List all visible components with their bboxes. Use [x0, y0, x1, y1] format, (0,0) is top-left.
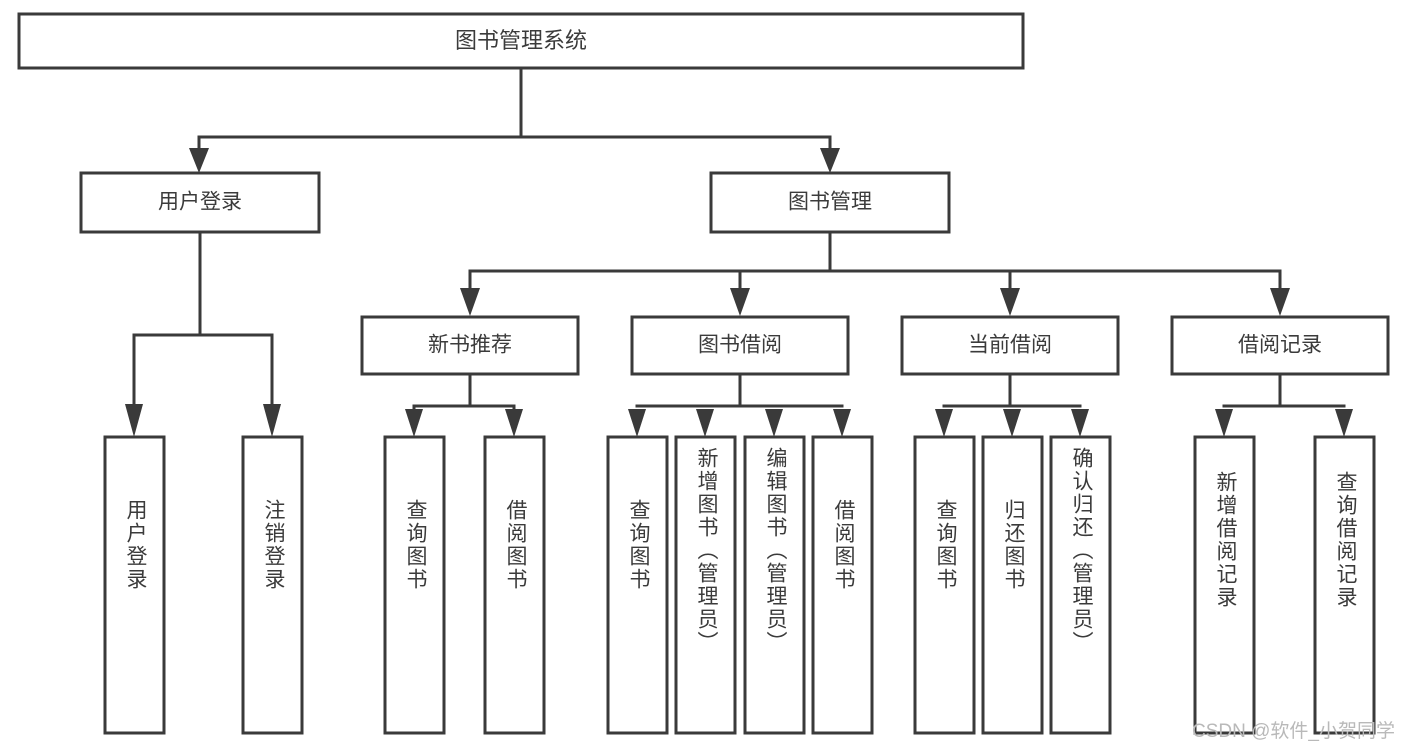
node-user-login-label: 用户登录 — [158, 191, 242, 214]
node-root-label: 图书管理系统 — [455, 28, 587, 53]
arrow-head-user-login-leaf-2 — [263, 404, 281, 437]
arrow-head-to-book-borrow — [730, 288, 750, 316]
arrow-head-to-new-book — [460, 288, 480, 316]
arrow-head-book-borrow-leaf-3 — [765, 409, 783, 437]
arrow-head-to-borrow-record — [1270, 288, 1290, 316]
node-book-manage[interactable]: 图书管理 — [709, 171, 951, 234]
leaf-box-current-borrow-1[interactable] — [913, 435, 976, 735]
arrow-head-borrow-record-leaf-2 — [1335, 409, 1353, 437]
arrow-head-book-borrow-leaf-1 — [628, 409, 646, 437]
node-current-borrow-box[interactable] — [900, 315, 1120, 376]
node-root-box[interactable] — [17, 12, 1025, 70]
leaf-box-user-login-1[interactable] — [103, 435, 166, 735]
watermark-text: CSDN @软件_小贺同学 — [1192, 721, 1395, 742]
arrow-head-user-login-leaf-1 — [125, 404, 143, 437]
leaf-box-new-book-1[interactable] — [383, 435, 446, 735]
arrow-head-to-book-manage — [820, 148, 840, 173]
node-book-borrow-box[interactable] — [630, 315, 850, 376]
arrow-head-current-borrow-leaf-2 — [1003, 409, 1021, 437]
leaf-box-book-borrow-1[interactable] — [606, 435, 669, 735]
arrow-head-new-book-leaf-2 — [505, 409, 523, 437]
arrow-head-book-borrow-leaf-4 — [833, 409, 851, 437]
leaf-box-current-borrow-2[interactable] — [981, 435, 1044, 735]
leaf-box-book-borrow-4[interactable] — [811, 435, 874, 735]
node-new-book-recommend[interactable]: 新书推荐 — [360, 315, 580, 376]
arrow-head-new-book-leaf-1 — [405, 409, 423, 437]
node-root[interactable]: 图书管理系统 — [17, 12, 1025, 70]
leaf-box-borrow-record-1[interactable] — [1193, 435, 1256, 735]
node-borrow-record[interactable]: 借阅记录 — [1170, 315, 1390, 376]
arrow-head-current-borrow-leaf-1 — [935, 409, 953, 437]
node-book-manage-label: 图书管理 — [788, 191, 872, 214]
arrow-head-to-current-borrow — [1000, 288, 1020, 316]
arrow-head-borrow-record-leaf-1 — [1215, 409, 1233, 437]
arrow-head-book-borrow-leaf-2 — [696, 409, 714, 437]
leaf-box-book-borrow-2[interactable] — [674, 435, 737, 735]
node-user-login[interactable]: 用户登录 — [79, 171, 321, 234]
node-current-borrow[interactable]: 当前借阅 — [900, 315, 1120, 376]
node-new-book-recommend-label: 新书推荐 — [428, 334, 512, 357]
node-book-borrow-label: 图书借阅 — [698, 334, 782, 357]
node-borrow-record-box[interactable] — [1170, 315, 1390, 376]
leaf-box-current-borrow-3[interactable] — [1049, 435, 1112, 735]
node-current-borrow-label: 当前借阅 — [968, 334, 1052, 357]
arrow-head-to-user-login — [189, 148, 209, 173]
leaf-box-user-login-2[interactable] — [241, 435, 304, 735]
leaf-box-book-borrow-3[interactable] — [743, 435, 806, 735]
node-book-borrow[interactable]: 图书借阅 — [630, 315, 850, 376]
node-borrow-record-label: 借阅记录 — [1238, 334, 1322, 357]
leaf-box-new-book-2[interactable] — [483, 435, 546, 735]
arrow-head-current-borrow-leaf-3 — [1071, 409, 1089, 437]
leaf-box-borrow-record-2[interactable] — [1313, 435, 1376, 735]
node-book-manage-box[interactable] — [709, 171, 951, 234]
node-new-book-recommend-box[interactable] — [360, 315, 580, 376]
